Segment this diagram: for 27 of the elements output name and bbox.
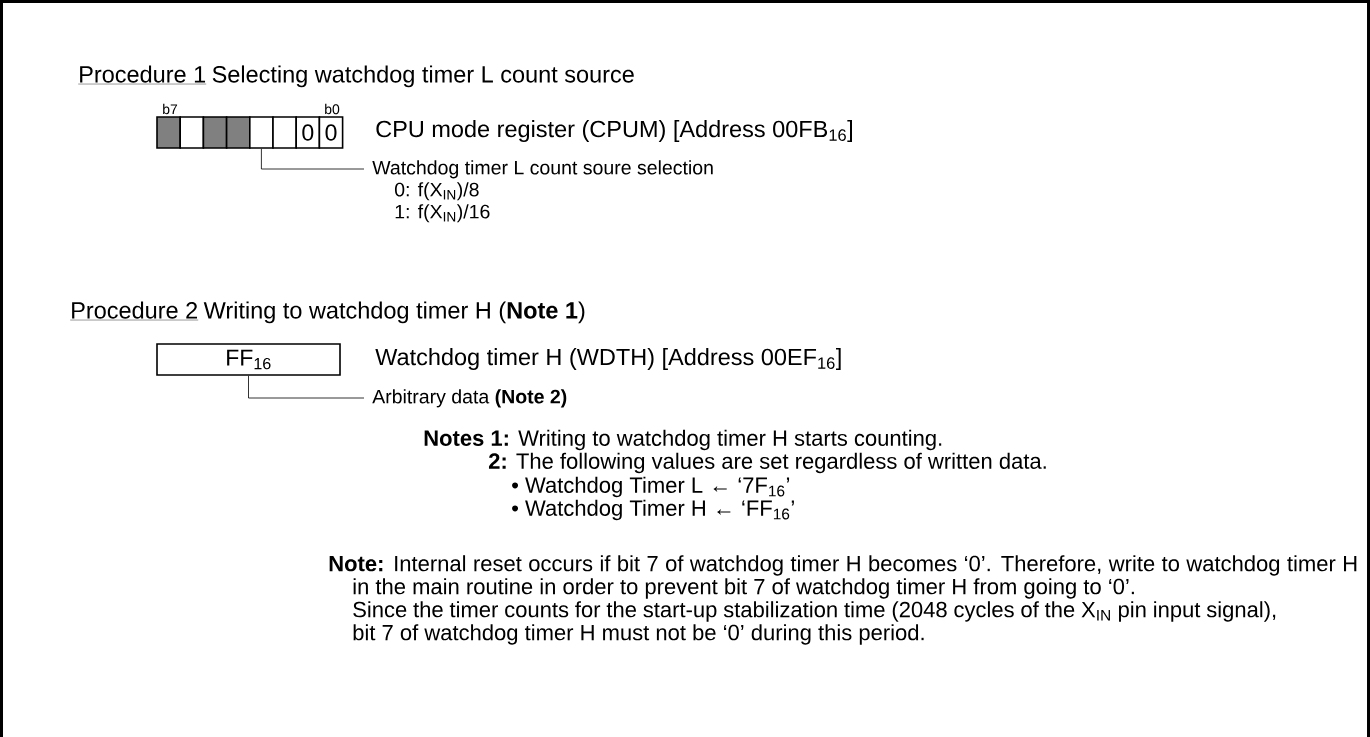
bit-description: Watchdog timer L count soure selection 0: f(X$_{IN}$)/8 1: f(X$_{IN}$)/16 [372, 160, 713, 223]
procedure-title: Writing to watchdog timer H (Note 1) [203, 301, 585, 324]
note-paragraph: Since the timer counts for the start-up stabilization time (2048 cycles of the X$_{IN}$ pin input signal), bit 7 of watchdog timer H must not be ‘0’ during this period. [353, 601, 1276, 645]
register-bit-cell [179, 116, 205, 149]
leader-line [248, 375, 365, 399]
register-bit-cell [225, 116, 251, 149]
data-description: Arbitrary data (Note 2) [372, 389, 567, 408]
register-bit-cell [202, 116, 228, 149]
note-text: • Watchdog Timer L ← ‘7F$_{16}$’ [512, 476, 790, 498]
register-bit-cell [249, 116, 274, 149]
procedure-number: Procedure 2 [70, 301, 199, 321]
register-box: FF$_{16}$ [156, 343, 341, 376]
register-bit-cell [272, 116, 297, 149]
register-bit-cell: 0 [318, 116, 344, 149]
note-text: 2: The following values are set regardless of written data. [489, 452, 1046, 474]
note-text: Notes 1: Writing to watchdog timer H starts counting. [424, 429, 942, 451]
note-text: • Watchdog Timer H ← ‘FF$_{16}$’ [512, 499, 794, 521]
register-bit-cell [156, 116, 181, 149]
bit-label: b0 [325, 103, 340, 115]
register-name: Watchdog timer H (WDTH) [Address 00EF$_{16}$] [375, 348, 841, 370]
bit-label: b7 [163, 103, 178, 115]
procedure-number: Procedure 1 [78, 65, 207, 85]
register-bit-cell: 0 [295, 116, 321, 149]
register-name: CPU mode register (CPUM) [Address 00FB$_{16}$] [376, 120, 852, 142]
note-paragraph: Note: Internal reset occurs if bit 7 of watchdog timer H becomes ‘0’. Therefore, write to watchdog timer H in the main routine in order to prevent bit 7 of watchdog timer H from going to ‘0’. [329, 555, 1357, 599]
procedure-title: Selecting watchdog timer L count source [212, 65, 634, 88]
leader-line [261, 148, 365, 170]
